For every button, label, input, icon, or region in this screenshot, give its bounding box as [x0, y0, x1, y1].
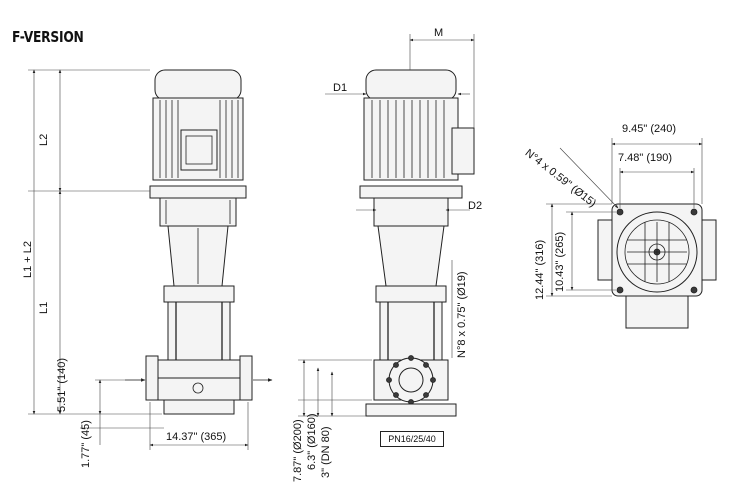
- dim-m: M: [434, 27, 444, 39]
- pump-column: [167, 301, 231, 361]
- dim-l1: L1: [38, 301, 50, 314]
- front-view: [28, 69, 273, 450]
- pump-head: [157, 359, 241, 379]
- motor-flange: [149, 185, 247, 199]
- outlet-flange: [239, 355, 253, 401]
- side-motor-flange: [359, 185, 463, 199]
- dim-l1-l2: L1 + L2: [22, 240, 34, 278]
- side-view: [298, 34, 475, 417]
- dim-inlet-height: 5.51" (140): [56, 357, 68, 412]
- lantern: [159, 197, 237, 227]
- top-inlet: [597, 219, 613, 281]
- side-terminal-box: [451, 127, 475, 175]
- side-motor-cap: [365, 69, 457, 101]
- dim-depth-inner: 10.43" (265): [554, 231, 566, 292]
- top-terminal: [625, 295, 689, 329]
- dim-dn80: 3" (DN 80): [320, 426, 332, 478]
- pump-casing: [157, 377, 241, 401]
- top-view: [546, 138, 717, 329]
- dim-bolts: N°8 x 0.75" (Ø19): [456, 271, 468, 358]
- dim-d2: D2: [468, 200, 483, 212]
- top-outlet: [701, 219, 717, 281]
- dim-base-height: 1.77" (45): [80, 420, 92, 468]
- side-base: [365, 403, 457, 417]
- dim-width-inner: 7.48" (190): [618, 152, 673, 164]
- dim-depth-outer: 12.44" (316): [534, 239, 546, 300]
- dim-d200: 7.87" (Ø200): [292, 419, 304, 482]
- base-plate: [163, 399, 235, 415]
- page-title: F-VERSION: [12, 28, 84, 46]
- dim-d1: D1: [333, 82, 348, 94]
- terminal-box: [180, 129, 218, 171]
- upper-flange: [163, 285, 235, 303]
- motor-fins: [159, 100, 239, 178]
- dim-l2: L2: [38, 133, 50, 146]
- dim-width-outer: 9.45" (240): [622, 123, 677, 135]
- dim-d160: 6.3" (Ø160): [306, 413, 318, 471]
- pressure-label: PN16/25/40: [380, 431, 444, 447]
- inlet-flange: [145, 355, 159, 401]
- motor-cap: [154, 69, 242, 101]
- dim-flange-span: 14.37" (365): [166, 431, 227, 443]
